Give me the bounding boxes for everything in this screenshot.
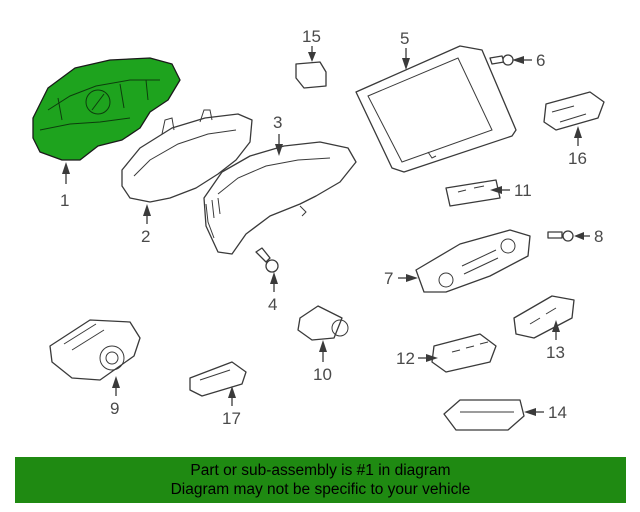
- part-3-finish-panel[interactable]: [203, 141, 357, 255]
- part-11-hazard-switch[interactable]: [445, 179, 501, 207]
- callout-5: 5: [400, 29, 409, 48]
- part-1-instrument-cluster[interactable]: [32, 57, 181, 161]
- part-7-climate-control[interactable]: [415, 229, 531, 293]
- callout-13: 13: [546, 343, 565, 362]
- callout-1: 1: [60, 191, 69, 210]
- part-17-bracket[interactable]: [189, 361, 247, 397]
- callout-14: 14: [548, 403, 567, 422]
- leader-lines: [62, 46, 590, 416]
- part-8-screw[interactable]: [547, 230, 574, 242]
- part-15-clip[interactable]: [295, 61, 327, 89]
- part-12-switch-module[interactable]: [431, 333, 497, 373]
- callout-3: 3: [273, 113, 282, 132]
- callout-15: 15: [302, 27, 321, 46]
- callout-labels: 1 2 3 4 5 6 7 8 9 10 11 12 13 14 15 16 1…: [60, 27, 603, 428]
- part-14-storage-tray[interactable]: [443, 399, 525, 431]
- part-10-push-button[interactable]: [297, 305, 349, 341]
- callout-12: 12: [396, 349, 415, 368]
- part-9-headlamp-switch[interactable]: [49, 319, 141, 381]
- callout-6: 6: [536, 51, 545, 70]
- part-16-bracket[interactable]: [543, 91, 605, 131]
- callout-7: 7: [384, 269, 393, 288]
- banner-line-1: Part or sub-assembly is #1 in diagram: [190, 462, 451, 479]
- part-13-switch-assembly[interactable]: [513, 295, 575, 339]
- callout-8: 8: [594, 227, 603, 246]
- callout-17: 17: [222, 409, 241, 428]
- callout-2: 2: [141, 227, 150, 246]
- part-2-cluster-bezel[interactable]: [121, 109, 253, 203]
- callout-4: 4: [268, 295, 277, 314]
- part-6-screw[interactable]: [489, 54, 514, 66]
- callout-11: 11: [514, 181, 532, 200]
- callout-9: 9: [110, 399, 119, 418]
- banner-line-2: Diagram may not be specific to your vehi…: [170, 481, 471, 498]
- callout-10: 10: [313, 365, 332, 384]
- callout-16: 16: [568, 149, 587, 168]
- part-5-display-screen[interactable]: [355, 45, 517, 173]
- info-banner: Part or sub-assembly is #1 in diagram Di…: [15, 457, 626, 503]
- parts-diagram: 1 2 3 4 5 6 7 8 9 10 11 12 13 14 15 16 1…: [32, 27, 605, 431]
- part-4-bolt[interactable]: [255, 247, 279, 273]
